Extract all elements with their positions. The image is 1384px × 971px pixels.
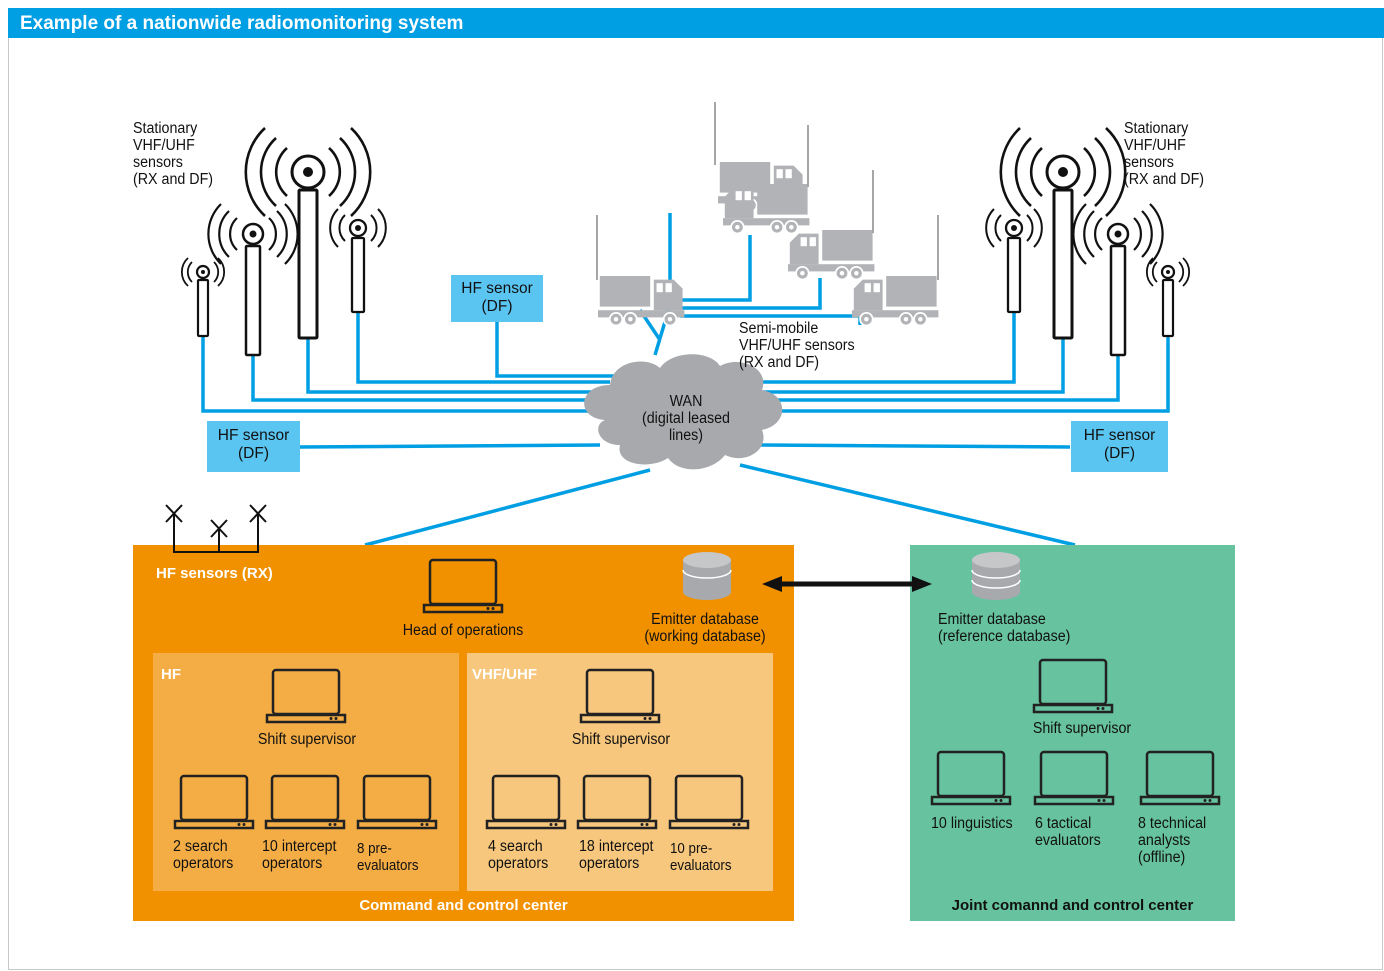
head-of-operations-label: Head of operations [402, 622, 524, 639]
stationary-sensor-right-3 [1072, 203, 1164, 357]
joint-center-box [910, 545, 1235, 921]
joint-center-footer: Joint comannd and control center [951, 897, 1194, 914]
stationary-sensor-right-2 [999, 127, 1127, 340]
stationary-sensor-right-4 [1146, 257, 1190, 338]
joint-supervisor-label: Shift supervisor [1032, 720, 1132, 737]
hf-sensor-left-box: HF sensor(DF) [207, 421, 300, 472]
hf-antenna-icon [165, 504, 267, 553]
reference-database-label: Emitter database(reference database) [938, 611, 1071, 645]
page-title: Example of a nationwide radiomonitoring … [20, 13, 464, 34]
wan-cloud [584, 354, 783, 470]
vhf-supervisor-label: Shift supervisor [571, 731, 671, 748]
hf-sensor-right-box: HF sensor(DF) [1071, 421, 1168, 472]
stationary-sensor-left-4 [329, 208, 387, 314]
hf-panel-label: HF [161, 666, 181, 683]
truck-3 [787, 170, 876, 281]
truck-5 [851, 215, 940, 327]
hf-sensors-rx-label: HF sensors (RX) [156, 565, 273, 582]
working-database-label: Emitter database(working database) [644, 611, 766, 645]
stationary-sensor-right-1 [985, 208, 1043, 314]
stationary-sensor-left-2 [207, 203, 299, 357]
command-center-footer: Command and control center [359, 897, 568, 914]
linguistics-label: 10 linguistics [931, 815, 1013, 832]
working-database-icon [682, 552, 732, 600]
header-bar: Example of a nationwide radiomonitoring … [8, 8, 1384, 38]
truck-1 [714, 102, 806, 213]
hf-sensor-top-box: HF sensor(DF) [451, 275, 543, 322]
truck-2 [722, 125, 811, 235]
vhf-panel [467, 653, 773, 891]
stationary-sensor-left-3 [244, 127, 372, 340]
diagram-frame [8, 38, 1383, 970]
vhf-panel-label: VHF/UHF [472, 666, 537, 683]
hf-supervisor-label: Shift supervisor [257, 731, 357, 748]
vhf-pre-evaluators-label: 10 pre-evaluators [670, 841, 732, 874]
stationary-sensor-left-1 [181, 257, 225, 338]
hf-panel [153, 653, 459, 891]
database-sync-arrow [762, 576, 932, 592]
reference-database-icon [971, 552, 1021, 600]
hf-pre-evaluators-label: 8 pre-evaluators [357, 841, 419, 874]
truck-4 [596, 215, 686, 327]
